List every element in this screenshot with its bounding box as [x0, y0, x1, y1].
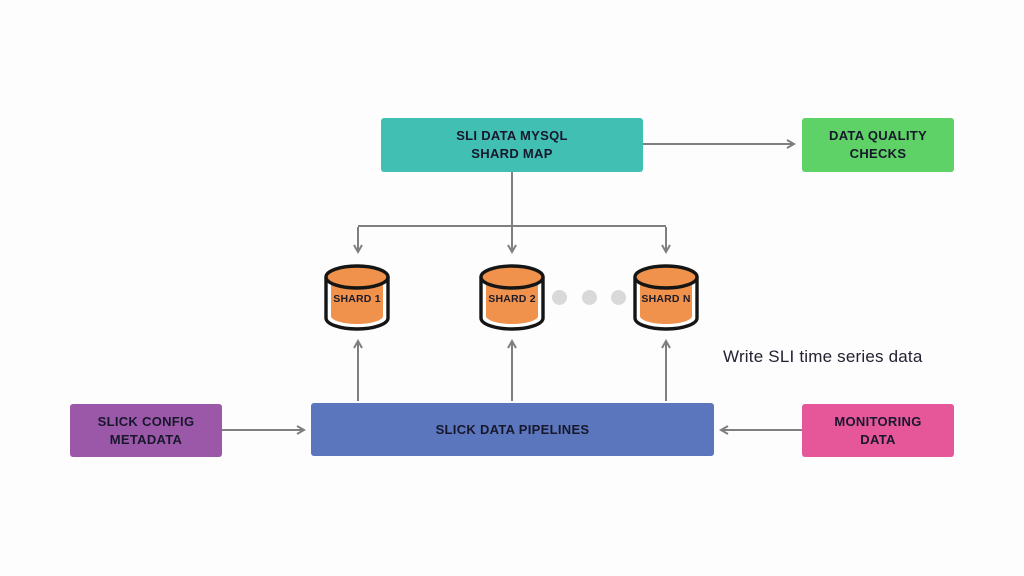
- node-data-quality-checks: DATA QUALITY CHECKS: [802, 118, 954, 172]
- ellipsis-dots-icon: [552, 290, 626, 305]
- database-cylinder-icon: [633, 264, 699, 331]
- node-label-line: MONITORING: [834, 413, 922, 429]
- node-sli-data-mysql-shard-map: SLI DATA MYSQL SHARD MAP: [381, 118, 643, 172]
- shard-2-database: SHARD 2: [477, 263, 547, 333]
- shard-label: SHARD N: [641, 293, 691, 305]
- database-cylinder-icon: [324, 264, 390, 331]
- dot-icon: [552, 290, 567, 305]
- dot-icon: [611, 290, 626, 305]
- node-label-line: DATA QUALITY: [829, 128, 927, 144]
- node-label-line: SHARD MAP: [471, 146, 553, 161]
- node-monitoring-data: MONITORING DATA: [802, 404, 954, 457]
- shard-n-database: SHARD N: [631, 263, 701, 333]
- shard-label: SHARD 1: [333, 293, 381, 305]
- write-sli-annotation: Write SLI time series data: [723, 347, 923, 366]
- node-label-line: CHECKS: [849, 146, 907, 161]
- node-label-line: SLICK CONFIG: [97, 413, 195, 429]
- database-cylinder-icon: [479, 264, 545, 331]
- dot-icon: [581, 290, 597, 305]
- node-label-line: SLI DATA MYSQL: [456, 128, 568, 144]
- node-slick-data-pipelines: SLICK DATA PIPELINES: [311, 403, 714, 456]
- node-label-line: DATA: [860, 431, 896, 447]
- shard-label: SHARD 2: [488, 293, 536, 305]
- node-slick-config-metadata: SLICK CONFIG METADATA: [70, 404, 222, 457]
- node-label-line: METADATA: [109, 431, 183, 447]
- shard-1-database: SHARD 1: [322, 263, 392, 333]
- node-label-line: SLICK DATA PIPELINES: [435, 421, 590, 437]
